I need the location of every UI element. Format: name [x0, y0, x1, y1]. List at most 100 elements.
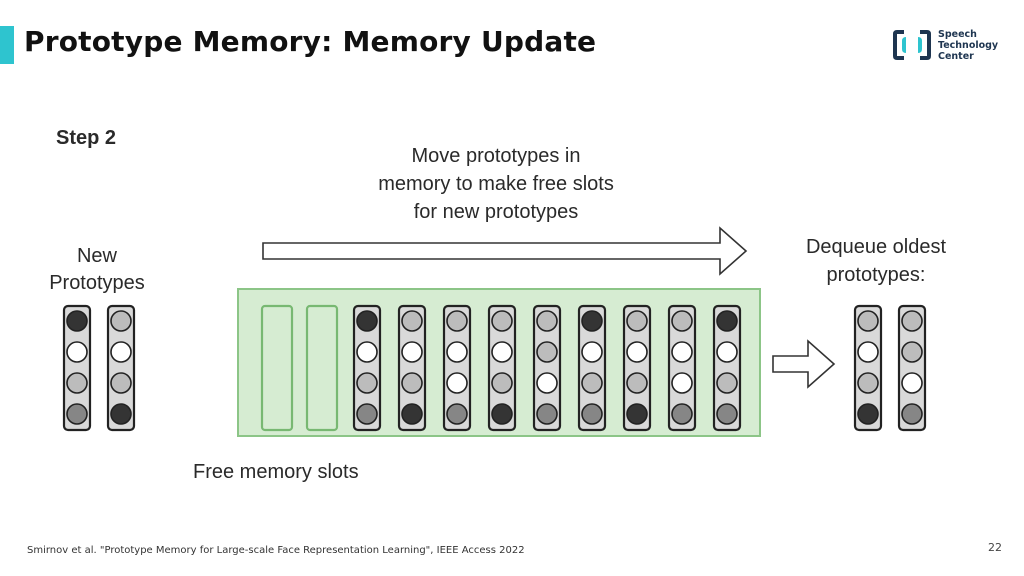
prototype-circle-white — [446, 341, 468, 363]
free-memory-slot — [305, 304, 339, 432]
prototype-column-frame — [532, 304, 562, 432]
memory-prototype-column — [487, 304, 517, 432]
prototype-circle-white — [401, 341, 423, 363]
prototype-circle-gray — [110, 310, 132, 332]
prototype-column-frame — [667, 304, 697, 432]
title-accent-bar — [0, 26, 14, 64]
prototype-column-frame — [397, 304, 427, 432]
prototype-circle-black — [857, 403, 879, 425]
slide-title: Prototype Memory: Memory Update — [24, 25, 597, 58]
prototype-circle-gray — [401, 372, 423, 394]
shift-right-arrow — [262, 226, 748, 276]
step-label: Step 2 — [56, 127, 116, 149]
dequeue-label-line: Dequeue oldest — [806, 236, 947, 258]
arrow-caption-line: for new prototypes — [414, 201, 579, 223]
arrow-caption-line: memory to make free slots — [378, 173, 614, 195]
prototype-circle-white — [66, 341, 88, 363]
prototype-column-frame — [487, 304, 517, 432]
memory-prototype-column — [667, 304, 697, 432]
prototype-circle-black — [401, 403, 423, 425]
logo-line: Technology — [938, 40, 999, 51]
prototype-circle-gray — [356, 372, 378, 394]
page-number: 22 — [988, 541, 1002, 554]
prototype-circle-white — [857, 341, 879, 363]
prototype-circle-gray — [491, 310, 513, 332]
new-prototypes-label-line: Prototypes — [49, 272, 145, 294]
prototype-circle-white — [446, 372, 468, 394]
prototype-circle-white — [671, 341, 693, 363]
prototype-circle-gray — [901, 341, 923, 363]
prototype-circle-gray — [857, 372, 879, 394]
prototype-circle-white — [901, 372, 923, 394]
citation-footer: Smirnov et al. "Prototype Memory for Lar… — [27, 545, 525, 556]
prototype-circle-gray — [110, 372, 132, 394]
prototype-circle-gray — [446, 310, 468, 332]
prototype-circle-black — [110, 403, 132, 425]
dequeued-prototype-column — [853, 304, 883, 432]
logo-line: Center — [938, 51, 974, 62]
prototype-column-frame — [577, 304, 607, 432]
prototype-circle-gray — [491, 372, 513, 394]
memory-prototype-column — [532, 304, 562, 432]
new-prototype-column — [62, 304, 92, 432]
new-prototype-column — [106, 304, 136, 432]
prototype-circle-gray — [626, 310, 648, 332]
prototype-circle-white — [716, 341, 738, 363]
free-memory-slot — [260, 304, 294, 432]
prototype-circle-white — [110, 341, 132, 363]
prototype-circle-dark-gray — [446, 403, 468, 425]
prototype-column-frame — [897, 304, 927, 432]
prototype-column-frame — [352, 304, 382, 432]
prototype-circle-black — [581, 310, 603, 332]
prototype-circle-gray — [901, 310, 923, 332]
memory-prototype-column — [622, 304, 652, 432]
prototype-circle-white — [626, 341, 648, 363]
prototype-circle-dark-gray — [671, 403, 693, 425]
prototype-circle-gray — [671, 310, 693, 332]
arrow-caption-line: Move prototypes in — [412, 145, 581, 167]
prototype-circle-black — [66, 310, 88, 332]
memory-prototype-column — [397, 304, 427, 432]
logo-text: Speech Technology Center — [938, 29, 998, 62]
prototype-column-frame — [853, 304, 883, 432]
prototype-circle-white — [581, 341, 603, 363]
prototype-circle-black — [356, 310, 378, 332]
memory-prototype-column — [352, 304, 382, 432]
prototype-column-frame — [106, 304, 136, 432]
memory-prototype-column — [577, 304, 607, 432]
prototype-circle-gray — [536, 310, 558, 332]
dequeued-prototype-column — [897, 304, 927, 432]
prototype-circle-gray — [66, 372, 88, 394]
prototype-circle-gray — [536, 341, 558, 363]
memory-prototype-column — [712, 304, 742, 432]
prototype-circle-gray — [716, 372, 738, 394]
bracket-logo-icon — [893, 30, 931, 60]
prototype-circle-gray — [581, 372, 603, 394]
dequeue-label-line: prototypes: — [827, 264, 926, 286]
prototype-circle-black — [716, 310, 738, 332]
prototype-circle-gray — [857, 310, 879, 332]
prototype-circle-dark-gray — [356, 403, 378, 425]
prototype-circle-white — [536, 372, 558, 394]
memory-prototype-column — [442, 304, 472, 432]
free-slots-label: Free memory slots — [193, 461, 359, 483]
new-prototypes-label-line: New — [77, 245, 118, 267]
prototype-circle-dark-gray — [536, 403, 558, 425]
prototype-circle-white — [491, 341, 513, 363]
prototype-circle-black — [491, 403, 513, 425]
prototype-column-frame — [62, 304, 92, 432]
prototype-circle-white — [671, 372, 693, 394]
company-logo: Speech Technology Center — [890, 26, 1010, 66]
prototype-circle-black — [626, 403, 648, 425]
prototype-column-frame — [442, 304, 472, 432]
logo-line: Speech — [938, 29, 977, 40]
prototype-circle-gray — [626, 372, 648, 394]
prototype-circle-dark-gray — [581, 403, 603, 425]
prototype-column-frame — [712, 304, 742, 432]
prototype-circle-white — [356, 341, 378, 363]
prototype-circle-dark-gray — [901, 403, 923, 425]
prototype-column-frame — [622, 304, 652, 432]
dequeue-arrow — [772, 339, 836, 389]
prototype-circle-dark-gray — [66, 403, 88, 425]
prototype-circle-gray — [401, 310, 423, 332]
